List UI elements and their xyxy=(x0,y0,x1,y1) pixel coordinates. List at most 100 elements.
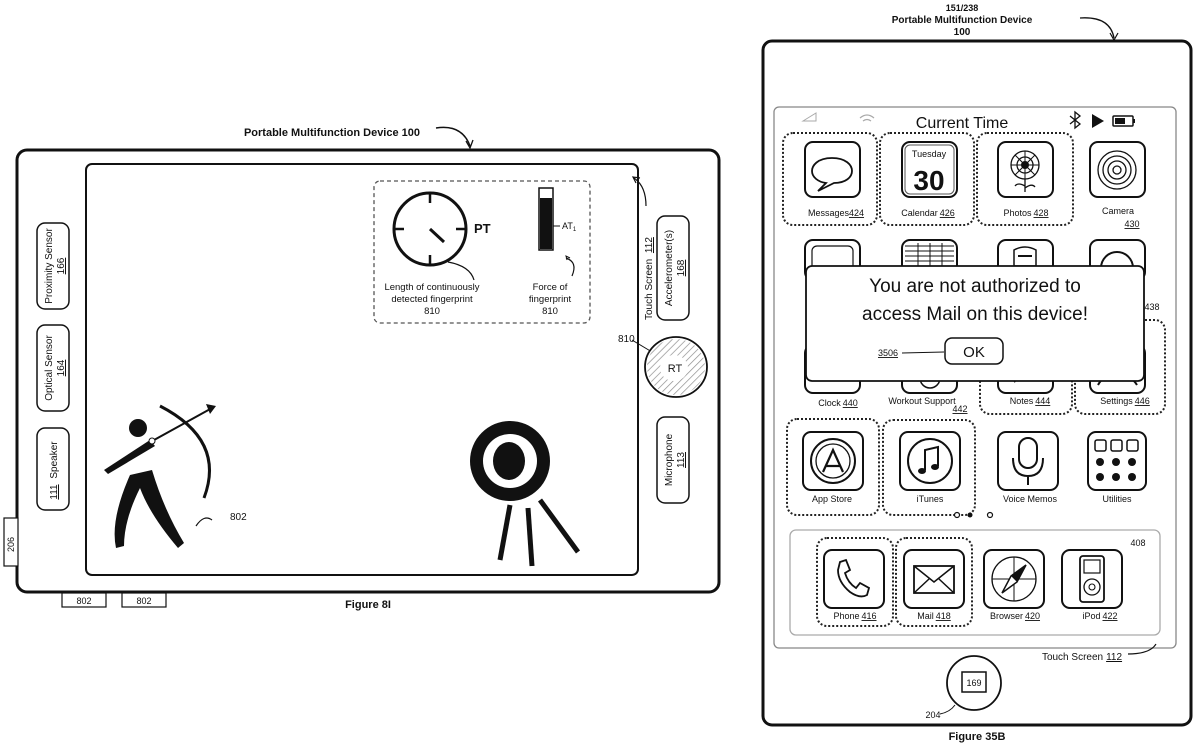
music-note-icon xyxy=(907,438,953,484)
side-button[interactable] xyxy=(3,517,19,567)
calendar-icon xyxy=(904,144,955,195)
leader-arrow xyxy=(435,126,471,147)
svg-text:Microphone: Microphone xyxy=(664,433,675,486)
svg-text:Messages424: Messages424 xyxy=(808,208,864,218)
archer-figure xyxy=(104,404,216,548)
play-icon xyxy=(1092,114,1104,128)
optical-sensor xyxy=(36,324,70,412)
svg-text:iTunes: iTunes xyxy=(917,494,944,504)
dialog-message-line2: access Mail on this device! xyxy=(862,304,1088,325)
svg-text:442: 442 xyxy=(952,404,967,414)
figure-8i: Portable Multifunction Device 100 206 80… xyxy=(3,126,721,611)
compass-icon xyxy=(991,556,1037,602)
home-button[interactable]: 169 xyxy=(946,655,1002,711)
wifi-icon xyxy=(859,114,875,122)
figure-35b: 151/238 Portable Multifunction Device 10… xyxy=(761,3,1193,743)
svg-text:113: 113 xyxy=(676,452,687,468)
app-phone[interactable] xyxy=(823,549,885,609)
phone-icon xyxy=(837,558,871,598)
svg-text:Workout Support: Workout Support xyxy=(888,396,956,406)
app-itunes[interactable] xyxy=(899,431,961,491)
microphone-icon xyxy=(1018,437,1038,469)
svg-text:Speaker: Speaker xyxy=(49,441,60,479)
svg-text:166: 166 xyxy=(56,257,67,274)
svg-text:Optical Sensor: Optical Sensor xyxy=(44,335,55,401)
app-app-store[interactable] xyxy=(802,431,864,491)
calendar-day: Tuesday xyxy=(912,149,947,159)
svg-text:Utilities: Utilities xyxy=(1102,494,1132,504)
app-camera[interactable] xyxy=(1089,141,1146,198)
dialog-message-line1: You are not authorized to xyxy=(869,276,1081,297)
left-device-label: Portable Multifunction Device 100 xyxy=(244,127,420,139)
svg-text:Force of: Force of xyxy=(533,282,568,293)
home-button-ref: 204 xyxy=(925,710,940,720)
figure-35b-caption: Figure 35B xyxy=(949,731,1006,743)
grid-icon xyxy=(1094,439,1139,481)
bottom-button-1[interactable] xyxy=(61,592,107,608)
svg-text:168: 168 xyxy=(676,259,687,276)
figure-8i-caption: Figure 8I xyxy=(345,599,391,611)
bluetooth-icon xyxy=(1069,110,1082,130)
ok-button[interactable]: OK xyxy=(944,337,1004,365)
proximity-sensor xyxy=(36,222,70,310)
svg-text:fingerprint: fingerprint xyxy=(529,294,572,305)
signal-icon xyxy=(801,112,817,122)
camera-lens-icon xyxy=(1097,150,1137,190)
app-voice-memos[interactable] xyxy=(997,431,1059,491)
archer-ref: 802 xyxy=(230,512,247,523)
svg-text:810: 810 xyxy=(424,306,440,317)
speaker xyxy=(36,427,70,511)
svg-text:OK: OK xyxy=(963,344,985,361)
app-browser[interactable] xyxy=(983,549,1045,609)
finger-ref: 810 xyxy=(618,334,635,345)
svg-text:430: 430 xyxy=(1124,219,1139,229)
ref-438: 438 xyxy=(1144,302,1159,312)
svg-text:Voice Memos: Voice Memos xyxy=(1003,494,1058,504)
right-device-label: Portable Multifunction Device xyxy=(892,15,1033,26)
svg-text:164: 164 xyxy=(56,359,67,376)
svg-text:100: 100 xyxy=(954,27,971,38)
page-indicator[interactable] xyxy=(953,511,994,519)
target-figure xyxy=(470,421,581,567)
app-mail[interactable] xyxy=(903,549,965,609)
dialog-ref: 3506 xyxy=(878,348,898,358)
svg-text:App Store: App Store xyxy=(812,494,852,504)
svg-text:Camera: Camera xyxy=(1102,206,1134,216)
app-store-icon xyxy=(810,438,856,484)
app-calendar[interactable]: Tuesday 30 xyxy=(901,141,958,198)
dock-ref: 408 xyxy=(1130,538,1145,548)
svg-text:Length of continuously: Length of continuously xyxy=(384,282,479,293)
svg-text:detected fingerprint: detected fingerprint xyxy=(391,294,473,305)
microphone xyxy=(656,416,690,504)
app-photos[interactable] xyxy=(997,141,1054,198)
side-ref: 206 xyxy=(6,537,16,552)
svg-text:Proximity Sensor: Proximity Sensor xyxy=(44,228,55,304)
timer-label: PT xyxy=(474,221,491,236)
svg-text:Accelerometer(s): Accelerometer(s) xyxy=(664,230,675,306)
svg-text:802: 802 xyxy=(136,596,151,606)
svg-text:169: 169 xyxy=(966,678,981,688)
finger-label: RT xyxy=(668,363,683,375)
svg-text:810: 810 xyxy=(542,306,558,317)
calendar-date: 30 xyxy=(913,165,944,196)
accelerometers xyxy=(656,215,690,321)
app-messages[interactable] xyxy=(804,141,861,198)
force-threshold-label: AT1 xyxy=(562,221,577,233)
bottom-button-2[interactable] xyxy=(121,592,167,608)
unauthorized-dialog: You are not authorized to access Mail on… xyxy=(805,265,1145,382)
app-utilities[interactable] xyxy=(1087,431,1147,491)
flower-icon xyxy=(1010,150,1040,192)
app-ipod[interactable] xyxy=(1061,549,1123,609)
svg-text:Touch Screen 112: Touch Screen 112 xyxy=(644,237,655,320)
